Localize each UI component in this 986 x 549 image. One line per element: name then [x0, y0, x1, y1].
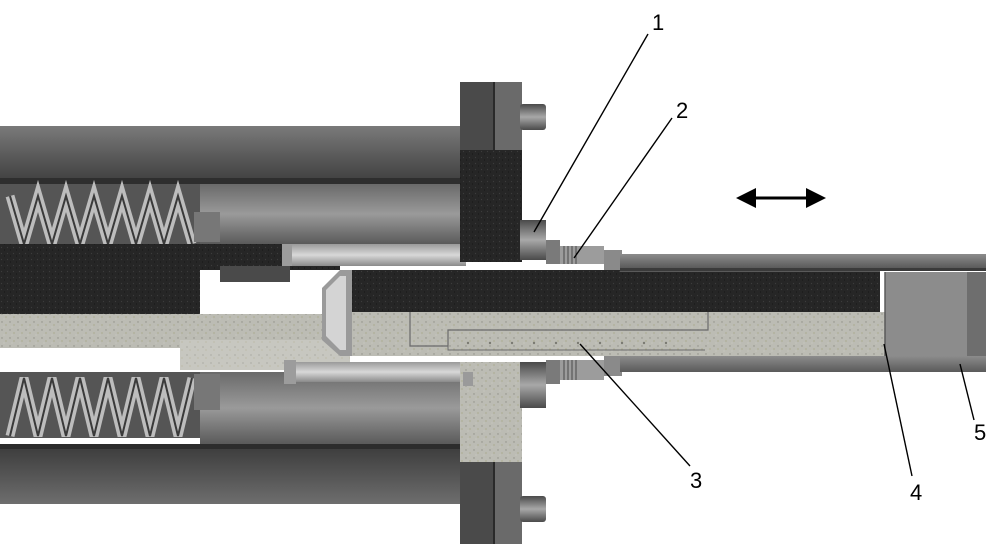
leader-line-5 — [959, 363, 975, 421]
callout-1: 1 — [652, 10, 664, 35]
callout-5: 5 — [974, 420, 986, 445]
core-assembly — [0, 312, 885, 370]
bolt-top — [520, 104, 546, 130]
internal-rods — [282, 244, 466, 384]
bolt-bottom — [520, 496, 546, 522]
callout-4: 4 — [910, 480, 922, 505]
leader-line-4 — [883, 343, 913, 477]
gland-nut — [463, 220, 622, 408]
leader-line-1 — [533, 33, 649, 233]
callout-3: 3 — [690, 468, 702, 493]
double-arrow-icon — [736, 188, 826, 208]
leader-line-3 — [579, 343, 691, 467]
spring-stack-bottom — [0, 372, 220, 438]
outer-tube — [620, 254, 986, 372]
main-housing — [0, 126, 462, 504]
spring-stack-top — [0, 179, 220, 261]
leader-line-2 — [573, 117, 673, 259]
leader-lines — [533, 33, 975, 477]
flange-plate — [460, 82, 522, 544]
callouts: 1 2 3 4 5 — [652, 10, 986, 505]
callout-2: 2 — [676, 98, 688, 123]
